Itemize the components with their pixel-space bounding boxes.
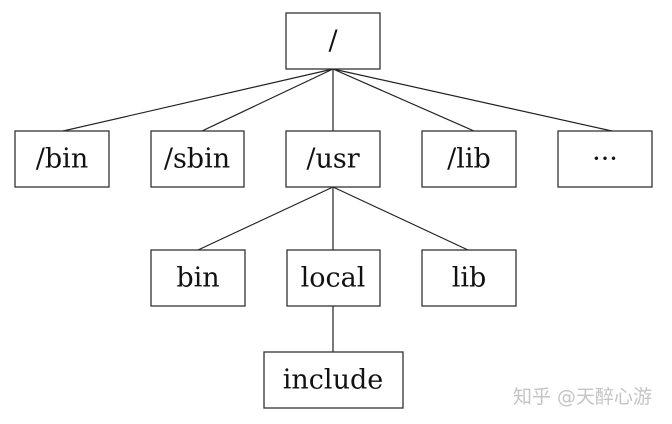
node-label: /bin (36, 144, 88, 175)
edge-usr-bin (197, 186, 334, 251)
node-sbin: /sbin (150, 130, 245, 188)
edge-root-bin (62, 68, 334, 132)
node-more: ··· (557, 130, 653, 188)
node-label: include (283, 365, 383, 396)
edge-root-lib (332, 68, 475, 132)
node-bin: /bin (14, 130, 110, 188)
edge-root-sbin (201, 68, 334, 132)
node-usr-lib: lib (421, 249, 517, 307)
node-label: /lib (447, 144, 491, 175)
edges (62, 68, 613, 352)
edge-root-more (332, 68, 613, 132)
node-usr-bin: bin (150, 249, 246, 307)
watermark: 知乎 @天醉心游 (513, 386, 652, 408)
node-label: /sbin (164, 144, 230, 175)
edge-usr-lib (332, 186, 469, 251)
node-label: bin (176, 263, 219, 294)
node-label: local (301, 263, 366, 294)
node-root: / (285, 12, 381, 70)
node-include: include (263, 351, 404, 409)
node-usr-local: local (286, 249, 381, 307)
node-label: ··· (592, 144, 618, 175)
node-label: / (328, 26, 338, 57)
node-label: /usr (306, 144, 359, 175)
node-usr: /usr (285, 130, 381, 188)
node-label: lib (452, 263, 487, 294)
node-lib: /lib (421, 130, 517, 188)
